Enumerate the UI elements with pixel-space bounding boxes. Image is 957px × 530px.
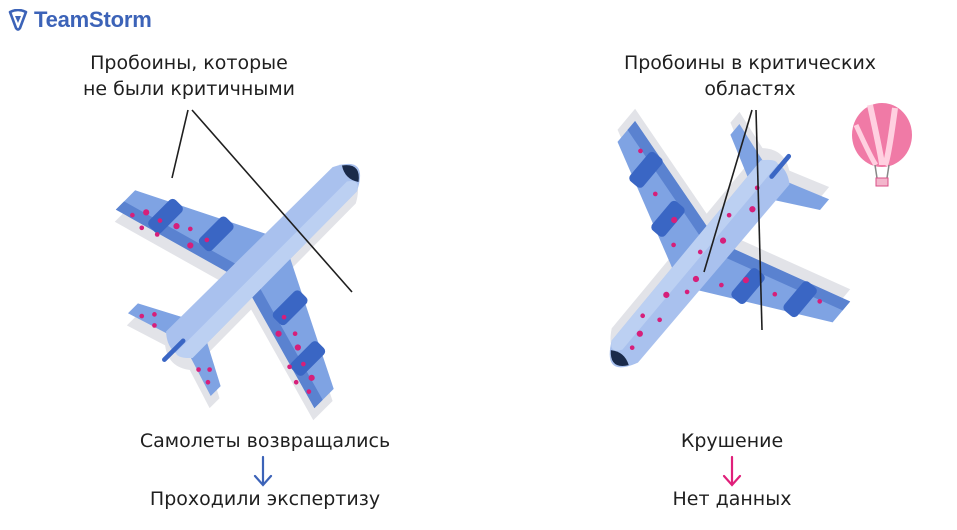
arrow-left-icon xyxy=(253,455,273,487)
callout-right-line2: областях xyxy=(704,78,796,100)
callout-left: Пробоины, которые не были критичными xyxy=(60,50,318,102)
callout-left-line1: Пробоины, которые xyxy=(90,52,288,74)
callout-line-left-2 xyxy=(191,109,353,293)
status-left: Самолеты возвращались xyxy=(139,430,391,452)
balloon-icon xyxy=(852,103,912,187)
brand-logo: TeamStorm xyxy=(8,6,152,34)
arrow-right-icon xyxy=(722,455,742,487)
result-right: Нет данных xyxy=(672,488,792,510)
status-right: Крушение xyxy=(680,430,784,452)
logo-icon xyxy=(8,9,28,31)
callout-line-right-1 xyxy=(703,109,753,273)
logo-text: TeamStorm xyxy=(34,7,152,32)
callout-line-right-2 xyxy=(755,109,763,331)
callout-left-line2: не были критичными xyxy=(82,78,296,100)
result-left: Проходили экспертизу xyxy=(149,488,381,510)
callout-right: Пробоины в критических областях xyxy=(600,50,900,102)
plane-returned xyxy=(63,67,462,467)
callout-line-left-1 xyxy=(171,109,189,179)
plane-crashed xyxy=(499,59,898,456)
callout-right-line1: Пробоины в критических xyxy=(623,52,877,74)
